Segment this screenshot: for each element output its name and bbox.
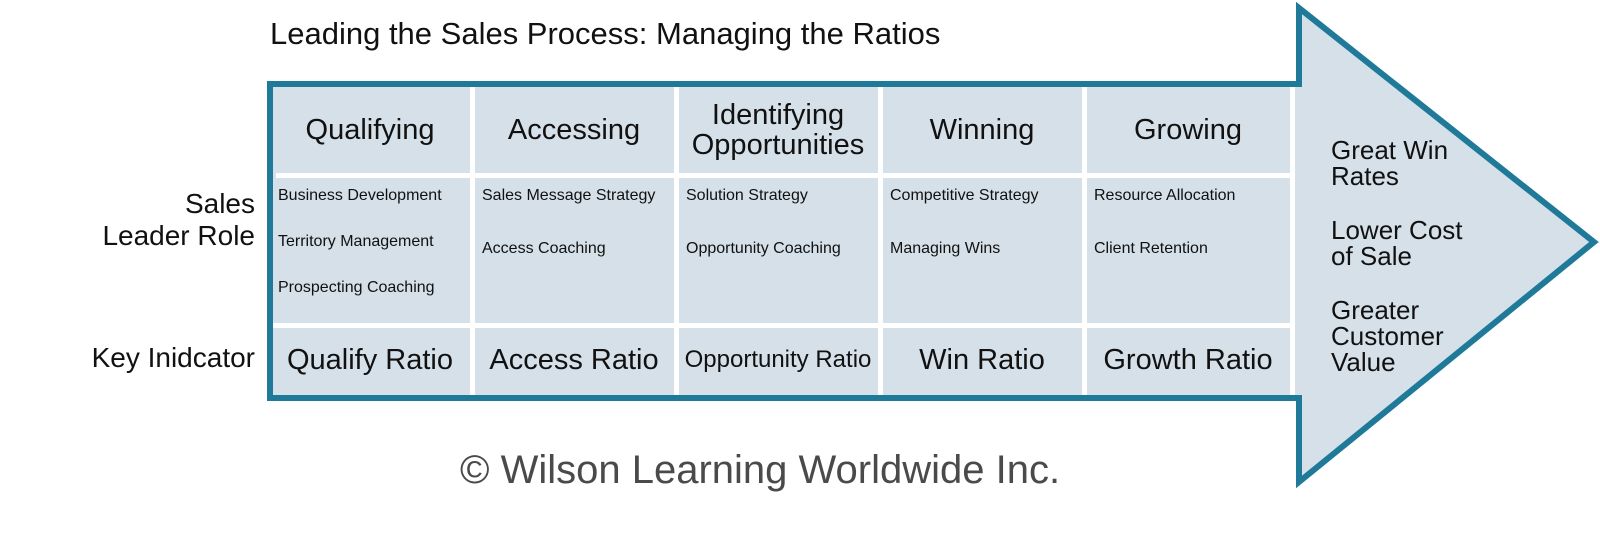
- column-divider: [1082, 87, 1087, 395]
- role-item: Client Retention: [1094, 240, 1208, 257]
- role-item: Opportunity Coaching: [686, 240, 841, 257]
- key-indicator: Growth Ratio: [1103, 343, 1273, 376]
- key-indicator: Win Ratio: [919, 343, 1045, 376]
- role-item: Access Coaching: [482, 240, 606, 257]
- role-item: Business Development: [278, 187, 442, 204]
- role-item: Prospecting Coaching: [278, 279, 435, 296]
- role-item: Territory Management: [278, 233, 434, 250]
- role-item: Resource Allocation: [1094, 187, 1236, 204]
- stage-header: Growing: [1134, 114, 1242, 146]
- row-divider: [276, 173, 1292, 178]
- row-divider: [273, 323, 1292, 328]
- role-item: Solution Strategy: [686, 187, 808, 204]
- column-divider: [470, 87, 475, 395]
- row-label-key-indicator: Key Inidcator: [91, 342, 255, 373]
- key-indicator: Opportunity Ratio: [684, 346, 872, 373]
- key-indicator: Access Ratio: [489, 343, 659, 376]
- copyright-notice: © Wilson Learning Worldwide Inc.: [460, 448, 1061, 492]
- role-item: Managing Wins: [890, 240, 1001, 257]
- column-divider: [878, 87, 883, 395]
- diagram-title: Leading the Sales Process: Managing the …: [270, 16, 941, 51]
- arrow-outline: [267, 1, 1599, 489]
- row-label-sales-leader-role: Sales Leader Role: [102, 188, 255, 251]
- role-item: Sales Message Strategy: [482, 187, 656, 204]
- stage-header: Winning: [929, 114, 1035, 146]
- column-divider: [1290, 87, 1295, 395]
- role-item: Competitive Strategy: [890, 187, 1039, 204]
- key-indicator: Qualify Ratio: [286, 343, 453, 376]
- outcome-item: Great Win Rates: [1331, 135, 1449, 191]
- outcome-item: Lower Cost of Sale: [1331, 215, 1463, 271]
- outcome-item: Greater Customer Value: [1331, 295, 1444, 377]
- column-divider: [674, 87, 679, 395]
- stage-header: Qualifying: [305, 114, 435, 146]
- stage-header: Identifying Opportunities: [691, 99, 865, 161]
- stage-header: Accessing: [507, 114, 641, 146]
